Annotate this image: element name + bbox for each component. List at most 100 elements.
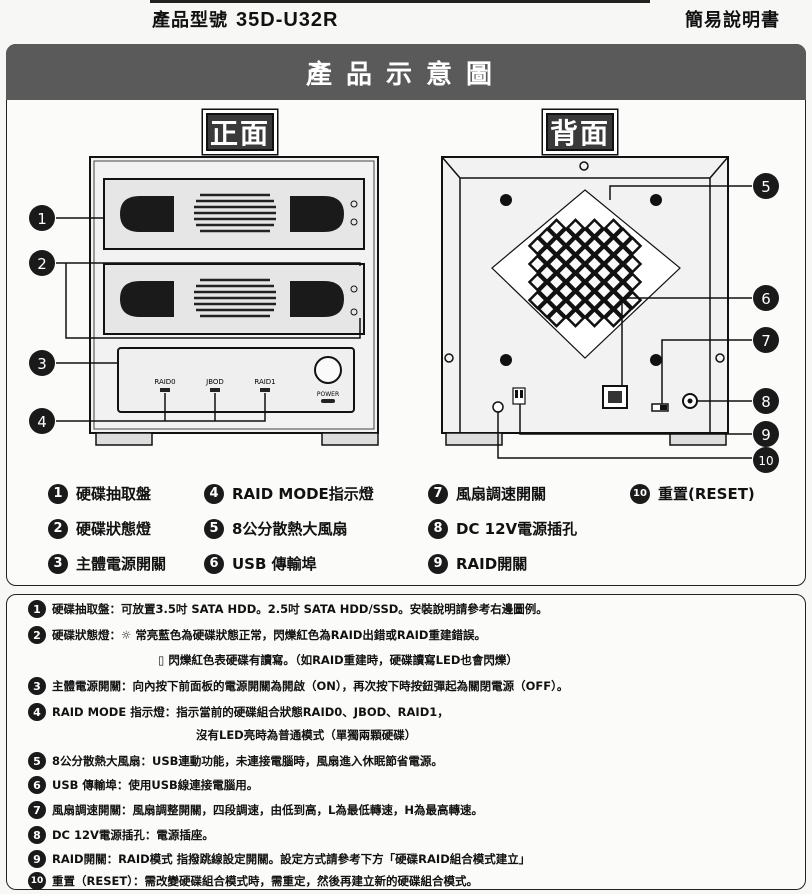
fan-grill-hole bbox=[565, 308, 586, 328]
front-view-label: 正面 bbox=[206, 113, 274, 151]
power-label: POWER bbox=[317, 391, 339, 398]
fan-grill-hole bbox=[594, 299, 614, 319]
fan-grill-hole bbox=[622, 236, 643, 256]
svg-text:10: 10 bbox=[758, 454, 773, 468]
notes-panel bbox=[6, 594, 806, 890]
fan-grill-hole bbox=[613, 227, 633, 247]
fan-grill-hole bbox=[613, 263, 633, 283]
fan-grill-hole bbox=[575, 281, 595, 301]
fan-grill-hole bbox=[546, 236, 567, 256]
drive-tray-1 bbox=[103, 178, 365, 250]
fan-grill-hole bbox=[537, 227, 557, 247]
fan-grill-hole bbox=[584, 290, 605, 310]
fan-grill-hole bbox=[575, 227, 595, 247]
guide-title: 簡易說明書 bbox=[685, 10, 780, 31]
svg-text:7: 7 bbox=[761, 332, 771, 350]
fan-grill-hole bbox=[527, 290, 548, 310]
fan-grill-hole bbox=[594, 281, 614, 301]
back-view-label: 背面 bbox=[546, 113, 614, 151]
note-2-detail: ▯ 閃爍紅色表硬碟有讀寫。（如RAID重建時，硬碟讀寫LED也會閃爍） bbox=[158, 653, 518, 667]
device-illustration: RAID0 JBOD RAID1 POWER bbox=[29, 156, 779, 473]
fan-grill-hole bbox=[546, 218, 567, 238]
led-label-raid0: RAID0 bbox=[154, 378, 175, 386]
fan-grill-hole bbox=[594, 227, 614, 247]
fan-grill-hole bbox=[603, 236, 624, 256]
fan-grill-hole bbox=[575, 299, 595, 319]
led-label-raid1: RAID1 bbox=[254, 378, 275, 386]
fan-grill-hole bbox=[537, 281, 557, 301]
fan-grill-hole bbox=[556, 245, 576, 265]
model-label: 產品型號 bbox=[152, 10, 228, 31]
fan-grill-hole bbox=[556, 227, 576, 247]
fan-grill-hole bbox=[613, 245, 633, 265]
fan-grill-hole bbox=[594, 263, 614, 283]
fan-grill-hole bbox=[603, 308, 624, 328]
fan-grill-hole bbox=[556, 281, 576, 301]
fan-grill-hole bbox=[546, 290, 567, 310]
banner-title: 產品示意圖 bbox=[305, 59, 506, 90]
fan-grill-hole bbox=[584, 236, 605, 256]
fan-grill-hole bbox=[575, 245, 595, 265]
svg-text:3: 3 bbox=[37, 355, 47, 373]
svg-text:8: 8 bbox=[761, 393, 771, 411]
callout-markers: 1 2 3 4 5 6 7 8 9 10 bbox=[29, 173, 779, 473]
fan-grill-hole bbox=[613, 299, 633, 319]
fan-grill bbox=[491, 189, 681, 366]
model-header: 產品型號 35D-U32R bbox=[152, 6, 338, 32]
fan-grill-hole bbox=[584, 218, 605, 238]
fan-grill-hole bbox=[527, 272, 548, 292]
back-device bbox=[441, 156, 752, 459]
note-4-detail: 沒有LED亮時為普通模式（單獨兩顆硬碟） bbox=[196, 728, 417, 742]
fan-grill-hole bbox=[584, 272, 605, 292]
fan-grill-hole bbox=[537, 299, 557, 319]
fan-grill-hole bbox=[622, 272, 643, 292]
fan-grill-hole bbox=[556, 299, 576, 319]
fan-grill-hole bbox=[594, 245, 614, 265]
model-number: 35D-U32R bbox=[236, 9, 339, 31]
fan-grill-hole bbox=[613, 281, 633, 301]
fan-grill-hole bbox=[575, 263, 595, 283]
svg-text:6: 6 bbox=[761, 290, 771, 308]
fan-grill-hole bbox=[565, 236, 586, 256]
header-rule bbox=[150, 0, 650, 3]
fan-grill-hole bbox=[603, 254, 624, 274]
fan-grill-hole bbox=[603, 290, 624, 310]
fan-grill-hole bbox=[584, 308, 605, 328]
svg-text:1: 1 bbox=[37, 210, 47, 228]
fan-grill-hole bbox=[556, 263, 576, 283]
fan-grill-hole bbox=[527, 236, 548, 256]
svg-text:5: 5 bbox=[761, 178, 771, 196]
fan-grill-hole bbox=[537, 263, 557, 283]
fan-grill-hole bbox=[622, 254, 643, 274]
fan-grill-hole bbox=[603, 218, 624, 238]
fan-grill-hole bbox=[546, 254, 567, 274]
front-device: RAID0 JBOD RAID1 POWER bbox=[56, 156, 379, 446]
fan-grill-hole bbox=[565, 254, 586, 274]
svg-text:4: 4 bbox=[37, 413, 47, 431]
svg-text:2: 2 bbox=[37, 255, 47, 273]
diagram-banner: 產品示意圖 bbox=[6, 44, 806, 100]
fan-grill-hole bbox=[546, 272, 567, 292]
led-label-jbod: JBOD bbox=[205, 378, 224, 386]
drive-tray-2 bbox=[103, 263, 365, 335]
fan-grill-hole bbox=[584, 254, 605, 274]
fan-grill-hole bbox=[565, 272, 586, 292]
fan-grill-hole bbox=[546, 308, 567, 328]
fan-grill-hole bbox=[565, 290, 586, 310]
